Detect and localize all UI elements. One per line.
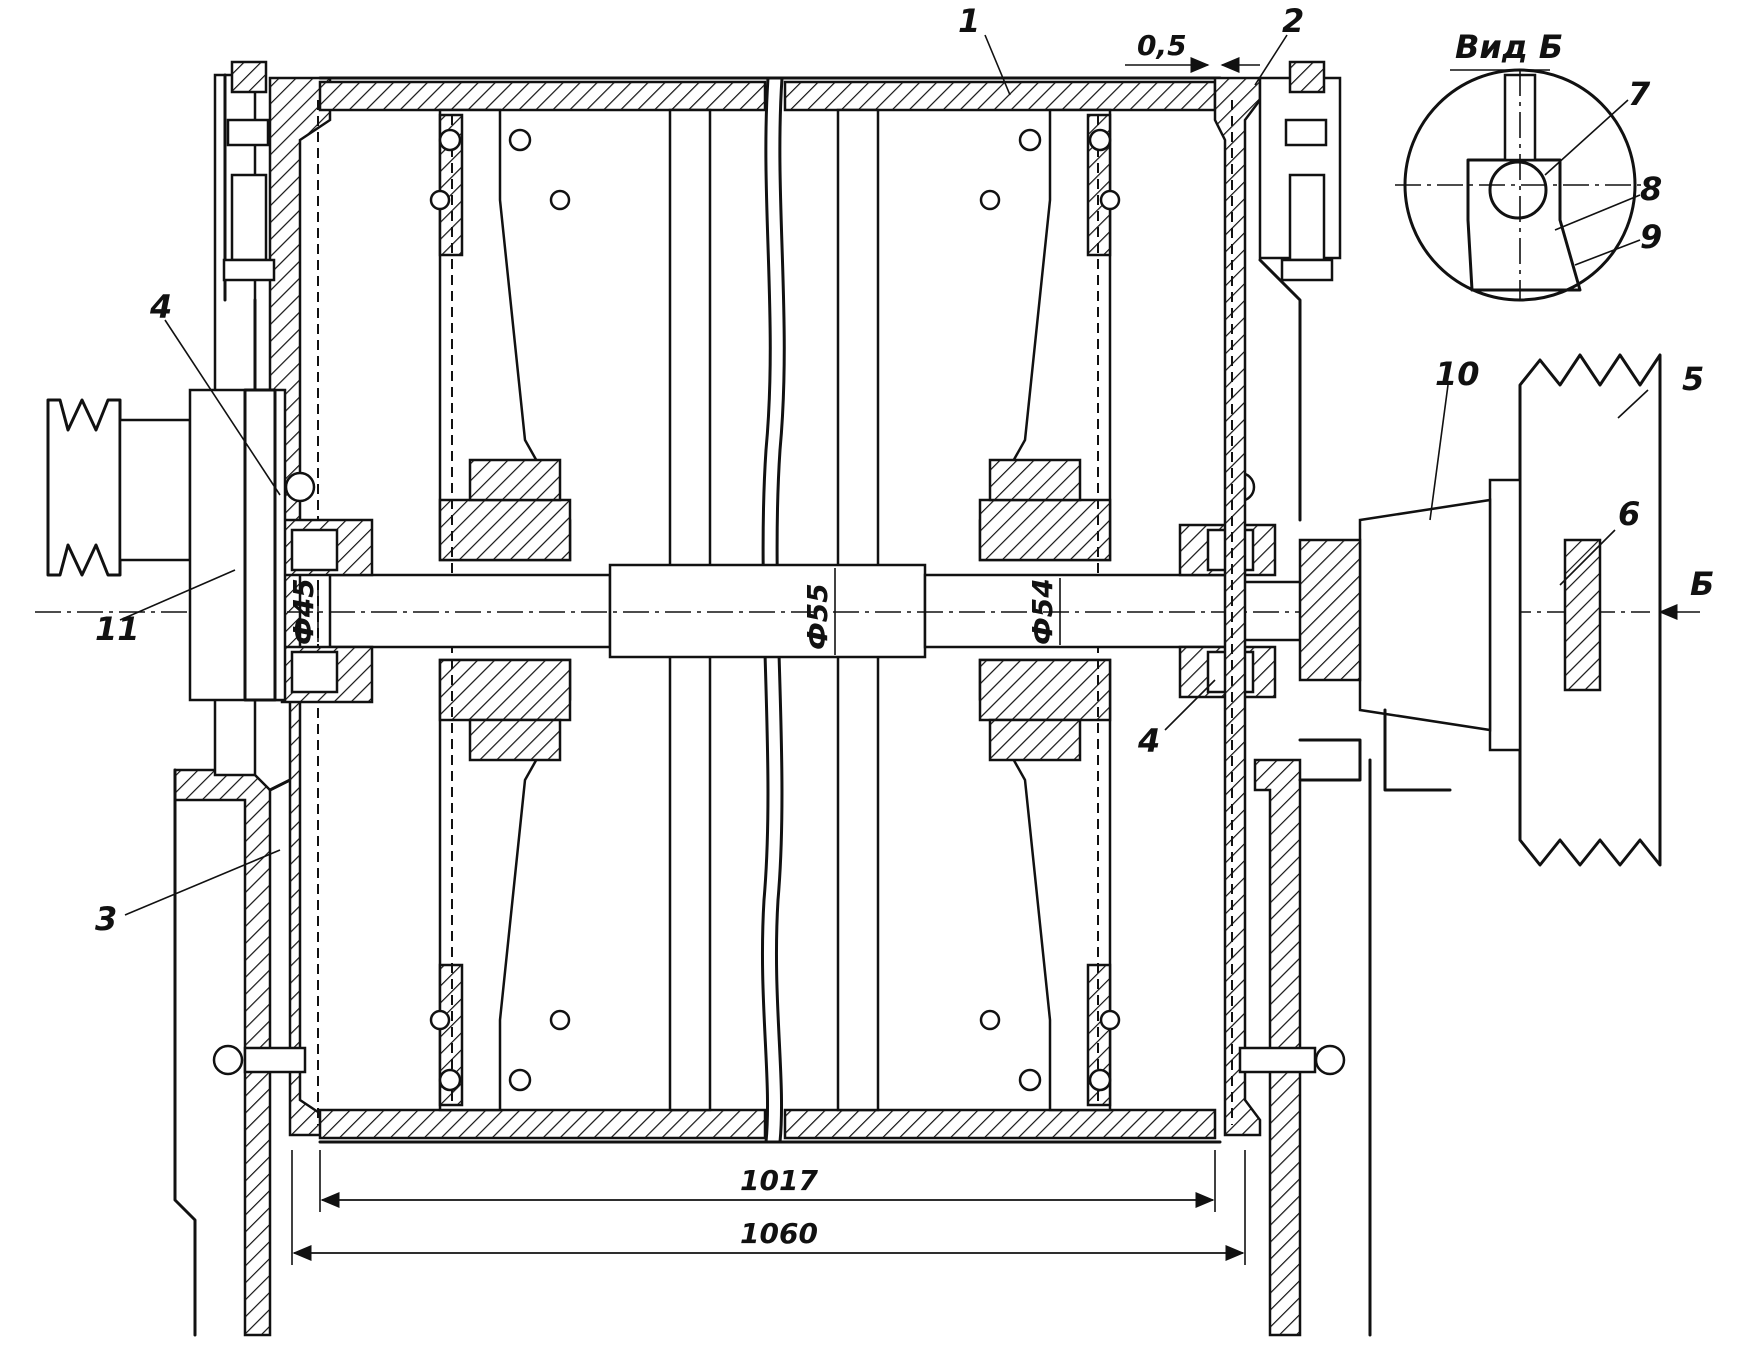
length-1060-label: 1060	[740, 1217, 818, 1250]
callout-7: 7	[1628, 75, 1651, 113]
right-pulley	[1298, 353, 1662, 867]
callout-4-right: 4	[1137, 722, 1160, 760]
callout-4-left: 4	[149, 288, 172, 326]
view-b-title: Вид Б	[1455, 28, 1563, 66]
drum-shell	[318, 76, 1222, 1144]
callout-8: 8	[1640, 170, 1662, 208]
left-pulley	[46, 388, 287, 702]
diameter-45-label: Ф45	[287, 578, 320, 645]
bottom-bolts	[212, 1044, 1346, 1076]
spider-bolts	[429, 128, 1121, 1092]
callout-6: 6	[1618, 495, 1640, 533]
callout-1: 1	[958, 2, 980, 40]
leader-lines	[119, 34, 1649, 916]
callout-3: 3	[95, 900, 117, 938]
callout-10: 10	[1435, 355, 1480, 393]
length-1017-label: 1017	[740, 1164, 818, 1197]
diameter-dimensions	[317, 568, 1061, 655]
diameter-55-label: Ф55	[801, 583, 834, 650]
view-b-inset	[1395, 68, 1648, 302]
callout-labels: 1 2 3 4 4 5 6 7 8 9 10 11	[95, 2, 1704, 938]
gap-dim-label: 0,5	[1137, 29, 1187, 62]
length-dimensions	[291, 1150, 1246, 1265]
left-spider	[438, 108, 572, 1112]
top-bolts	[222, 60, 1334, 282]
view-b-arrow-label: Б	[1690, 565, 1714, 603]
left-bearing	[280, 471, 374, 704]
callout-5: 5	[1682, 360, 1704, 398]
callout-9: 9	[1640, 218, 1662, 256]
callout-11: 11	[95, 610, 140, 648]
diameter-54-label: Ф54	[1026, 578, 1059, 645]
callout-2: 2	[1282, 2, 1304, 40]
